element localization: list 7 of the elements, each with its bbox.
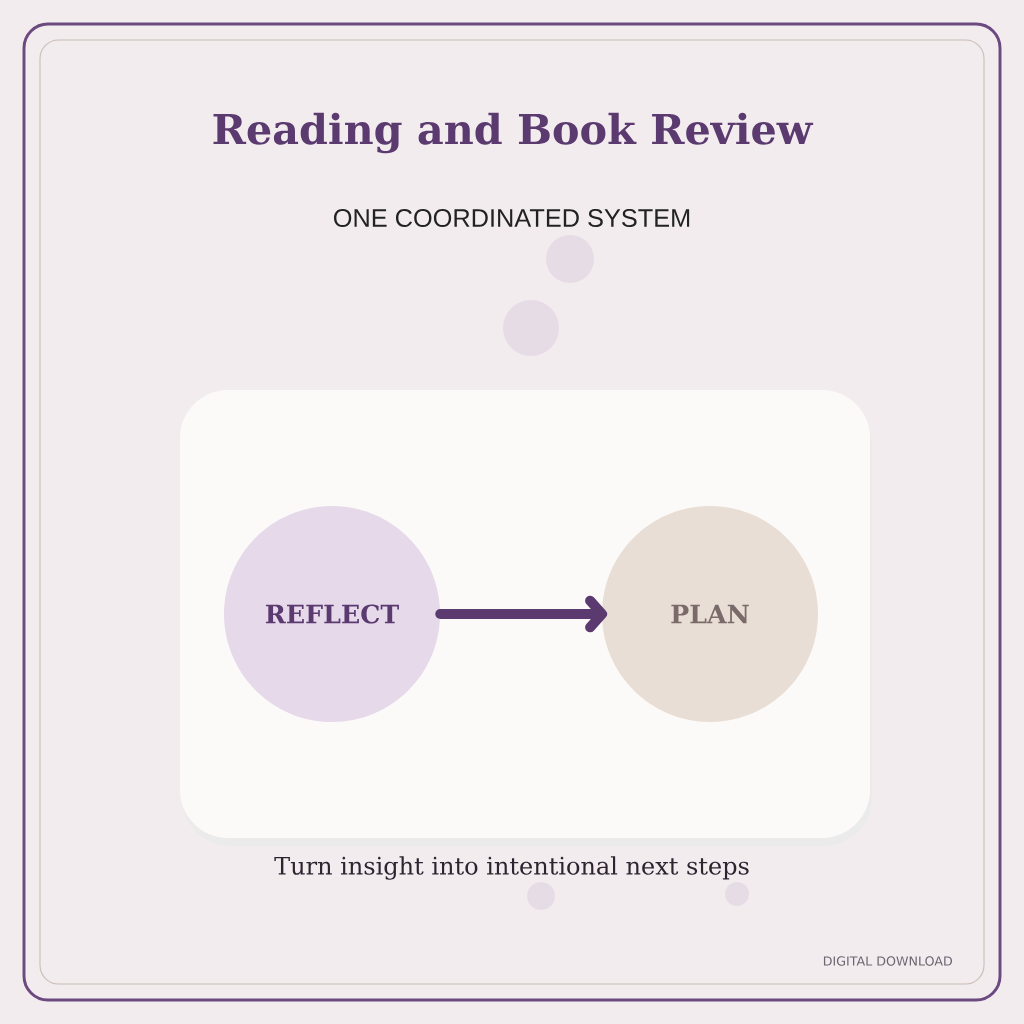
footer-text: DIGITAL DOWNLOAD — [823, 956, 952, 966]
circle-node: PLAN — [602, 506, 818, 722]
title: Reading and Book Review — [213, 112, 814, 154]
arrow — [435, 595, 608, 633]
caption: Turn insight into intentional next steps — [274, 856, 749, 880]
subtitle: ONE COORDINATED SYSTEM — [333, 209, 690, 227]
circle-node: REFLECT — [224, 506, 440, 722]
